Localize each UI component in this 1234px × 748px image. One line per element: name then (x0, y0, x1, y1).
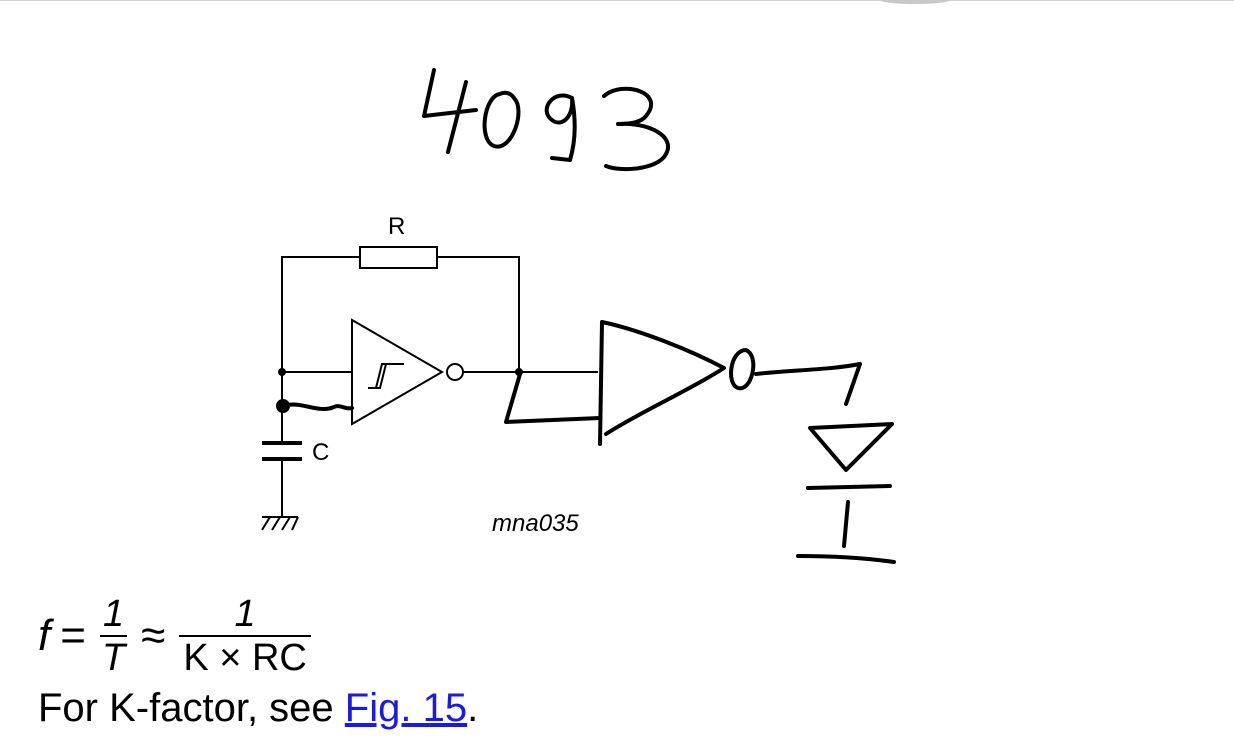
fraction-1-over-KRC: 1 K × RC (179, 595, 311, 677)
schematic-wires (281, 256, 598, 517)
fraction-bar (99, 635, 128, 637)
top-smudge (880, 0, 950, 4)
resistor (359, 246, 438, 269)
handwritten-title (422, 68, 670, 172)
junction-dot (278, 368, 286, 376)
formula-equals: = (60, 611, 86, 660)
figure-caption: mna035 (492, 510, 579, 537)
ground-icon (261, 516, 299, 531)
fraction-denominator: K × RC (183, 637, 307, 679)
formula-f: f (38, 611, 51, 660)
note-suffix: . (467, 686, 479, 730)
k-factor-note: For K-factor, see Fig. 15. (38, 684, 478, 732)
frequency-formula: f = 1 T ≈ 1 K × RC (38, 594, 315, 678)
handdrawn-junction-dot (276, 399, 290, 413)
circuit-diagram: R C mna035 (261, 68, 896, 564)
capacitor-label: C (312, 439, 329, 466)
fraction-denominator: T (101, 637, 126, 679)
note-text: For K-factor, see (38, 686, 345, 730)
handdrawn-additions (282, 320, 896, 564)
fraction-numerator: 1 (102, 593, 125, 635)
formula-approx: ≈ (141, 611, 166, 660)
schmitt-inverter-icon (351, 318, 464, 426)
fraction-bar (179, 635, 311, 637)
fig-15-link[interactable]: Fig. 15 (344, 686, 468, 730)
fraction-numerator: 1 (234, 593, 256, 635)
top-border (0, 0, 1234, 1)
capacitor (262, 441, 302, 461)
fraction-1-over-T: 1 T (99, 593, 128, 679)
resistor-label: R (388, 213, 405, 240)
